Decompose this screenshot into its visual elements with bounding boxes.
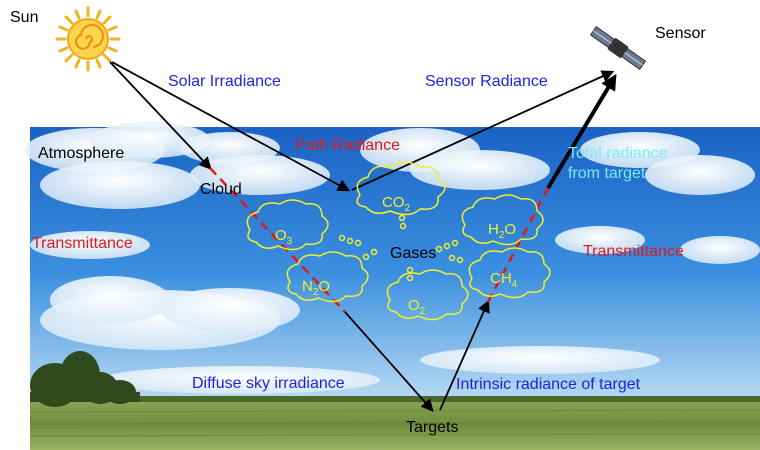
- intrinsic-radiance-label: Intrinsic radiance of target: [456, 376, 641, 393]
- gases-label: Gases: [390, 245, 436, 262]
- total-radiance-arrow: [546, 73, 617, 190]
- gas-bubbles: [246, 161, 551, 321]
- clouds-background: [25, 122, 760, 394]
- path-radiance-label: Path Radiance: [295, 137, 400, 154]
- o2-label: O2: [408, 297, 426, 317]
- co2-bubble: [356, 161, 446, 216]
- sun-label: Sun: [10, 9, 38, 26]
- n2o-bubble: [286, 251, 369, 303]
- sky-photo: [25, 122, 760, 450]
- path-radiance-arrow: [351, 70, 615, 191]
- h2o-label: H2O: [488, 221, 516, 241]
- field-rows: [29, 409, 760, 437]
- o3-label: O3: [275, 227, 293, 247]
- n2o-label: N2O: [302, 278, 330, 298]
- atmosphere-label: Atmosphere: [38, 145, 124, 162]
- radiance-arrows: [109, 61, 617, 412]
- target-to-sensor-arrow: [439, 299, 490, 411]
- cloud-label: Cloud: [200, 181, 242, 198]
- transmittance-paths: [209, 167, 550, 313]
- diffuse-to-target-arrow: [344, 311, 434, 412]
- o3-bubble: [246, 199, 329, 251]
- sensor-label: Sensor: [655, 25, 706, 42]
- sun-icon: [55, 6, 121, 72]
- ch4-label: CH4: [490, 270, 518, 290]
- tree-line: [30, 351, 760, 407]
- field: [30, 400, 760, 450]
- o2-bubble: [386, 269, 469, 321]
- gas-labels: CO2 O3 H2O N2O CH4 O2: [275, 194, 518, 317]
- solar-irradiance-label: Solar Irradiance: [168, 73, 281, 90]
- satellite-icon: [589, 26, 647, 70]
- co2-label: CO2: [382, 194, 411, 214]
- total-radiance-label-line2: from target: [568, 165, 646, 182]
- sun-to-gases-arrow: [111, 61, 351, 192]
- sun-to-cloud-arrow: [109, 61, 212, 170]
- transmittance-right-label: Transmittance: [583, 243, 684, 260]
- transmittance-left-label: Transmittance: [32, 235, 133, 252]
- ch4-bubble: [468, 247, 551, 299]
- targets-label: Targets: [406, 419, 458, 436]
- sensor-radiance-label: Sensor Radiance: [425, 73, 548, 90]
- h2o-bubble: [461, 194, 544, 246]
- diffuse-sky-label: Diffuse sky irradiance: [192, 375, 345, 392]
- total-radiance-label-line1: Total radiance: [568, 145, 668, 162]
